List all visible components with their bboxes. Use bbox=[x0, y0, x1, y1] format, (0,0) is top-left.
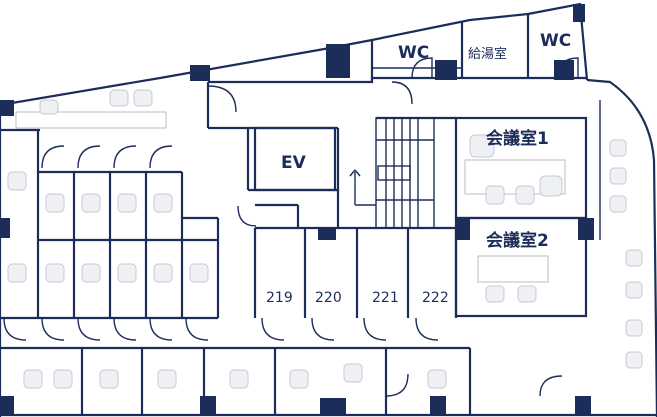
upper-left-office bbox=[15, 89, 167, 129]
wc-right-label: WC bbox=[540, 31, 571, 51]
core bbox=[206, 78, 456, 229]
small-offices bbox=[253, 226, 458, 341]
room-219-label: 219 bbox=[266, 290, 293, 306]
left-pods bbox=[0, 128, 220, 341]
bottom-offices bbox=[0, 346, 563, 415]
room-222-label: 222 bbox=[422, 290, 449, 306]
room-220-label: 220 bbox=[315, 290, 342, 306]
right-open-area bbox=[599, 100, 643, 369]
wc-left-label: WC bbox=[398, 43, 429, 63]
ev-label: EV bbox=[281, 153, 307, 173]
meeting-rooms bbox=[454, 116, 588, 318]
room-221-label: 221 bbox=[372, 290, 399, 306]
kyutoshitsu-label: 給湯室 bbox=[468, 46, 507, 62]
kaigi2-label: 会議室2 bbox=[486, 230, 549, 251]
kaigi1-label: 会議室1 bbox=[486, 128, 549, 149]
